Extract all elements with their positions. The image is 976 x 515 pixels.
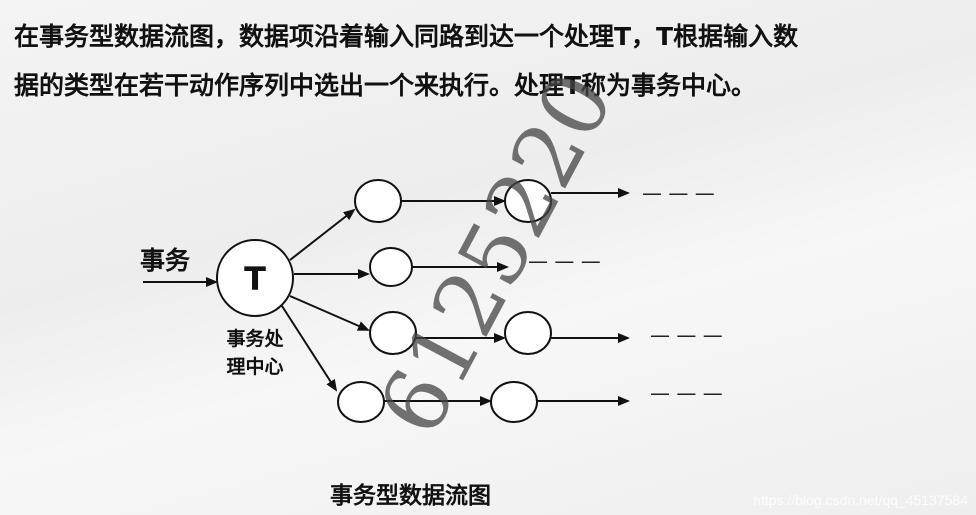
node-row3-b (504, 311, 552, 355)
center-node-label: T (244, 260, 266, 298)
watermark-url: https://blog.csdn.net/qq_45137584 (753, 492, 968, 508)
diagram-caption: 事务型数据流图 (330, 483, 491, 509)
branch-arrow-1 (289, 208, 356, 261)
center-caption-line-1: 事务处 (226, 327, 284, 350)
center-node-t (216, 239, 294, 317)
node-row4-a (337, 381, 385, 423)
intro-line-2: 据的类型在若干动作序列中选出一个来执行。处理T称为事务中心。 (14, 71, 757, 100)
node-row1-b (504, 179, 552, 223)
dash-marker-row2: — — — (528, 249, 601, 273)
node-row1-a (354, 179, 402, 223)
branch-arrow-3 (289, 295, 370, 331)
node-row4-b (490, 381, 538, 423)
branch-arrow-4 (281, 305, 338, 392)
dash-marker-row1: — — — (642, 181, 715, 205)
input-label: 事务 (140, 246, 190, 275)
dash-marker-row4: — — — (650, 381, 723, 405)
intro-line-1: 在事务型数据流图，数据项沿着输入同路到达一个处理T，T根据输入数 (14, 22, 799, 51)
intro-paragraph: 在事务型数据流图，数据项沿着输入同路到达一个处理T，T根据输入数 据的类型在若干… (14, 12, 964, 110)
dash-marker-row3: — — — (650, 323, 723, 347)
node-row2-a (369, 247, 413, 287)
node-row3-a (369, 311, 417, 355)
center-caption-line-2: 理中心 (226, 355, 283, 378)
